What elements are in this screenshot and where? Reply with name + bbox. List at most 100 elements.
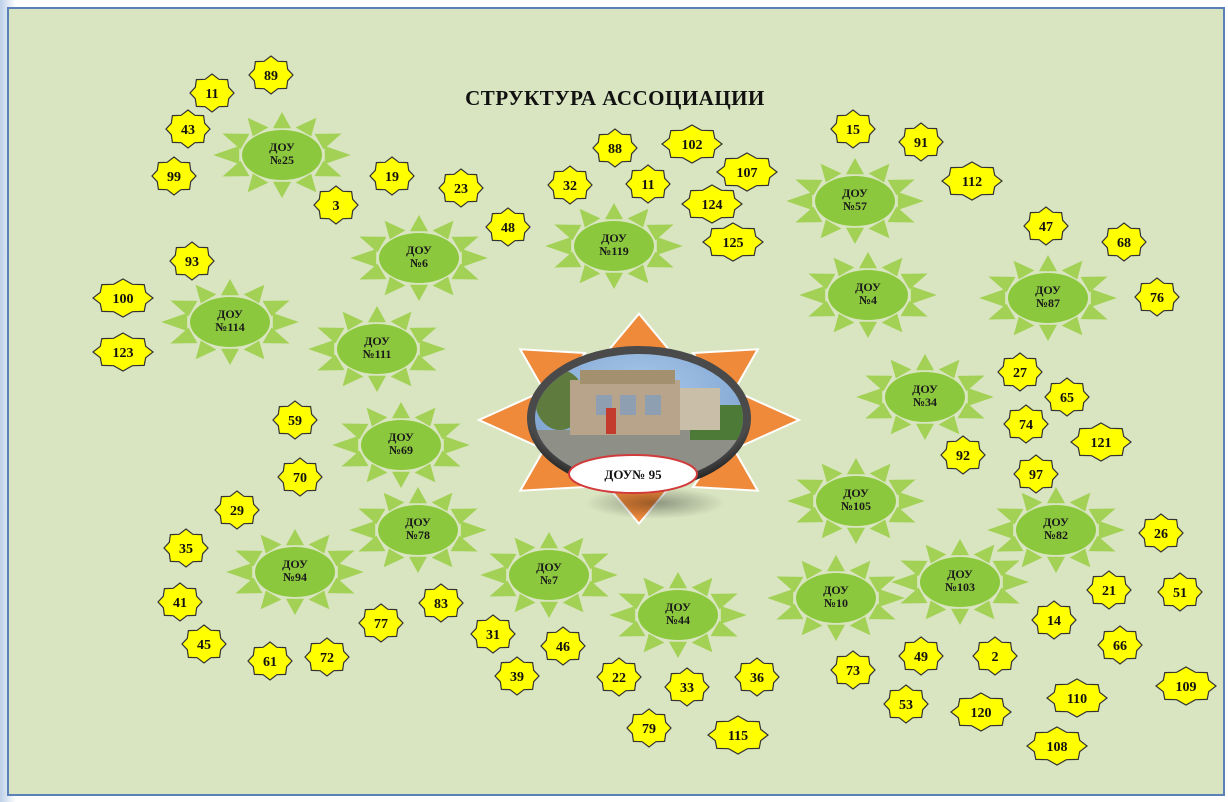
sun-ray [272, 313, 299, 331]
badge-number: 35 [179, 542, 193, 557]
number-badge: 2 [972, 636, 1018, 676]
badge-star [157, 582, 203, 622]
sun-body [828, 270, 908, 320]
sun-ray [221, 279, 239, 296]
badge-star [189, 73, 235, 113]
sun-ray [898, 492, 925, 510]
sun-label-line1: ДОУ [217, 307, 243, 321]
badge-star [277, 457, 323, 497]
sun-ray [390, 367, 412, 387]
sun-ray [433, 450, 461, 467]
sun-ray [868, 603, 896, 620]
badge-number: 124 [702, 198, 723, 213]
sun-ray [235, 577, 263, 594]
sun-ray [827, 624, 845, 641]
sun-ray [878, 589, 905, 607]
number-badge: 121 [1070, 422, 1132, 462]
badge-number: 2 [992, 650, 999, 665]
sun-ray [973, 544, 995, 564]
number-badge: 89 [248, 55, 294, 95]
sun-ray [591, 566, 618, 584]
number-badge: 93 [169, 241, 215, 281]
sun-label-line2: №119 [599, 244, 628, 258]
number-badge: 19 [369, 156, 415, 196]
sun-ray [865, 402, 893, 419]
sun-ray [342, 367, 364, 387]
sun-ray [432, 220, 454, 240]
sun-label-line1: ДОУ [601, 231, 627, 245]
badge-number: 112 [962, 175, 982, 190]
sun-ray [383, 492, 405, 512]
number-badge: 27 [997, 352, 1043, 392]
sun-ray [786, 192, 813, 210]
sun-ray [646, 224, 674, 241]
number-badge: 91 [898, 122, 944, 162]
sun-ray [235, 550, 263, 567]
sun-ray [847, 527, 865, 544]
badge-number: 76 [1150, 291, 1164, 306]
sun-ray [243, 284, 265, 304]
sun-ray [900, 587, 928, 604]
sun-ray [987, 521, 1014, 539]
badge-number: 83 [434, 597, 448, 612]
sun-ray [450, 535, 478, 552]
sun-ray [1013, 316, 1035, 336]
badge-star [92, 332, 154, 372]
sun-ray [868, 219, 890, 239]
sun-ray [1013, 260, 1035, 280]
sun-label-line2: №103 [945, 580, 975, 594]
sun-ray [222, 133, 250, 150]
badge-number: 19 [385, 170, 399, 185]
sun-ray [431, 492, 453, 512]
sun-label-line2: №10 [824, 596, 848, 610]
sun-ray [1080, 276, 1108, 293]
number-badge: 49 [898, 636, 944, 676]
sun-ray [887, 206, 915, 223]
badge-number: 100 [113, 292, 134, 307]
number-badge: 112 [941, 161, 1003, 201]
badge-star [664, 667, 710, 707]
sun-ray [856, 388, 883, 406]
sun-ray [461, 249, 488, 267]
sun-label-line1: ДОУ [282, 557, 308, 571]
sun-ray [295, 117, 317, 137]
sun-ray [916, 423, 934, 440]
sun-ray [891, 573, 918, 591]
badge-number: 22 [612, 671, 626, 686]
badge-number: 43 [181, 123, 195, 138]
number-badge: 48 [485, 207, 531, 247]
sun-ray [433, 423, 461, 440]
badge-number: 120 [971, 706, 992, 721]
badge-number: 123 [113, 346, 134, 361]
sun-ray [1021, 492, 1043, 512]
sun-ray [796, 506, 824, 523]
number-badge: 45 [181, 624, 227, 664]
sun-ray [691, 577, 713, 597]
badge-number: 48 [501, 221, 515, 236]
sun-ray [1061, 316, 1083, 336]
sun-ray [833, 313, 855, 333]
badge-number: 66 [1113, 639, 1127, 654]
sun-ray [161, 313, 188, 331]
badge-number: 47 [1039, 220, 1053, 235]
sun-label-line1: ДОУ [364, 334, 390, 348]
number-badge: 53 [883, 684, 929, 724]
badge-star [470, 614, 516, 654]
sun-ray [849, 560, 871, 580]
sun-ray [358, 535, 386, 552]
sun-ray [221, 348, 239, 365]
sun-label-line2: №78 [406, 528, 430, 542]
sun-ray [349, 521, 376, 539]
sun-ray [273, 181, 291, 198]
sun-body [378, 505, 458, 555]
sun-ray [605, 203, 623, 220]
sun-ray [1039, 255, 1057, 272]
sun-label-line2: №44 [666, 613, 690, 627]
sun-label-line1: ДОУ [536, 560, 562, 574]
badge-star [592, 128, 638, 168]
sun-ray [243, 340, 265, 360]
